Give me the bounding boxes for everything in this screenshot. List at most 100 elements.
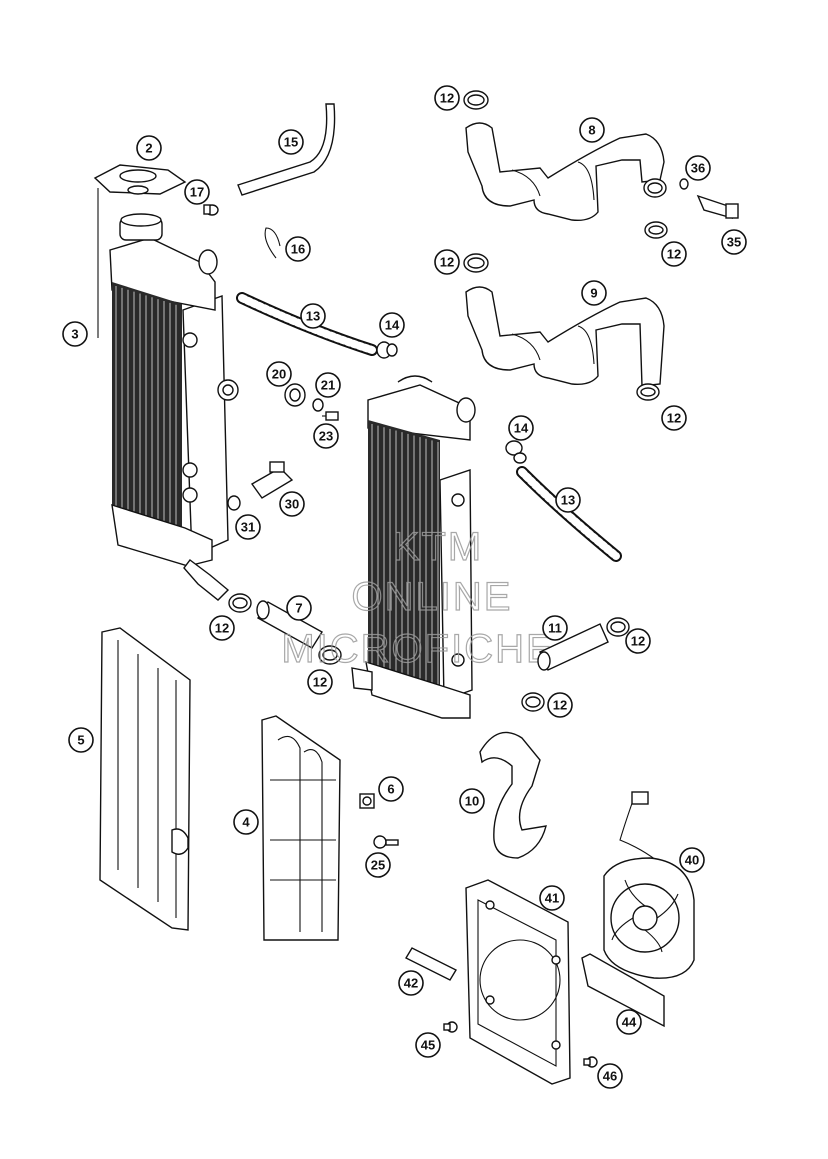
callout-labels: 2 3 4 5 6 7 8 9 10 11 12 12 12 12 12 12 … xyxy=(62,85,747,1089)
svg-text:17: 17 xyxy=(190,185,204,200)
clamp-12-hose8-bottom xyxy=(644,221,668,239)
bolt-23 xyxy=(322,411,339,421)
svg-text:12: 12 xyxy=(313,675,327,690)
clamp-12-hose7 xyxy=(318,645,342,665)
svg-text:12: 12 xyxy=(440,255,454,270)
sensor-35 xyxy=(696,194,739,220)
svg-text:14: 14 xyxy=(514,421,529,436)
svg-text:12: 12 xyxy=(215,621,229,636)
temp-switch-30 xyxy=(250,461,294,499)
cover-plate-44 xyxy=(581,953,665,1028)
watermark: KTM ONLINE MICROFICHE xyxy=(281,524,554,671)
screw-45 xyxy=(443,1021,458,1033)
callout-17: 17 xyxy=(184,179,210,205)
callout-40: 40 xyxy=(679,847,705,873)
watermark-line-2: ONLINE xyxy=(352,575,513,619)
callout-36: 36 xyxy=(685,155,711,181)
grommet-20 xyxy=(284,383,306,407)
clamp-12-hose9-bottom xyxy=(636,383,660,401)
callout-5: 5 xyxy=(68,727,94,753)
callout-3: 3 xyxy=(62,321,88,347)
callout-45: 45 xyxy=(415,1032,441,1058)
callout-15: 15 xyxy=(278,129,304,155)
hose-8 xyxy=(465,122,665,222)
callout-12-f: 12 xyxy=(307,669,333,695)
o-ring-36 xyxy=(679,178,689,190)
svg-text:23: 23 xyxy=(319,429,333,444)
callout-14-a: 14 xyxy=(379,312,405,338)
clip-6 xyxy=(359,793,375,809)
callout-44: 44 xyxy=(616,1009,642,1035)
callout-12-b: 12 xyxy=(661,241,687,267)
callout-12-c: 12 xyxy=(434,249,460,275)
screw-17 xyxy=(203,204,219,216)
callout-46: 46 xyxy=(597,1063,623,1089)
svg-text:6: 6 xyxy=(387,782,394,797)
callout-30: 30 xyxy=(279,491,305,517)
svg-text:13: 13 xyxy=(306,309,320,324)
svg-text:11: 11 xyxy=(548,621,562,636)
svg-text:7: 7 xyxy=(295,601,302,616)
screw-25 xyxy=(373,835,399,849)
svg-text:36: 36 xyxy=(691,161,705,176)
svg-text:12: 12 xyxy=(553,698,567,713)
callout-41: 41 xyxy=(539,885,565,911)
callout-10: 10 xyxy=(459,788,485,814)
radiator-shroud-4 xyxy=(261,715,341,941)
pad-42 xyxy=(405,947,457,981)
callout-12-a: 12 xyxy=(434,85,460,111)
svg-text:12: 12 xyxy=(667,247,681,262)
clamp-14-lower xyxy=(505,440,527,464)
left-radiator xyxy=(109,213,239,601)
watermark-line-1: KTM xyxy=(393,525,483,569)
callout-31: 31 xyxy=(235,514,261,540)
svg-text:46: 46 xyxy=(603,1069,617,1084)
svg-text:42: 42 xyxy=(404,976,418,991)
callout-14-b: 14 xyxy=(508,415,534,441)
callout-16: 16 xyxy=(285,236,311,262)
callout-6: 6 xyxy=(378,776,404,802)
callout-12-e: 12 xyxy=(209,615,235,641)
callout-11: 11 xyxy=(542,615,568,641)
svg-text:12: 12 xyxy=(440,91,454,106)
svg-text:3: 3 xyxy=(71,327,78,342)
clamp-14-upper xyxy=(376,341,398,359)
washer-21 xyxy=(312,398,324,412)
clamp-12-hose8-top xyxy=(463,90,489,110)
callout-12-d: 12 xyxy=(661,405,687,431)
svg-text:21: 21 xyxy=(321,378,335,393)
svg-text:2: 2 xyxy=(145,141,152,156)
callout-4: 4 xyxy=(233,809,259,835)
svg-text:41: 41 xyxy=(545,891,559,906)
svg-text:8: 8 xyxy=(588,123,595,138)
callout-35: 35 xyxy=(721,229,747,255)
svg-text:12: 12 xyxy=(631,634,645,649)
right-radiator xyxy=(351,375,476,719)
fan-40 xyxy=(603,791,695,979)
callout-20: 20 xyxy=(266,361,292,387)
svg-text:16: 16 xyxy=(291,242,305,257)
svg-text:5: 5 xyxy=(77,733,84,748)
clip-16 xyxy=(264,227,281,259)
callout-12-h: 12 xyxy=(547,692,573,718)
o-ring-31 xyxy=(227,495,241,511)
hose-9 xyxy=(465,286,665,387)
svg-text:9: 9 xyxy=(590,286,597,301)
svg-text:12: 12 xyxy=(667,411,681,426)
clamp-12-hose9-top xyxy=(463,253,489,273)
callout-7: 7 xyxy=(286,595,312,621)
radiator-cap xyxy=(93,164,187,338)
svg-text:35: 35 xyxy=(727,235,741,250)
svg-text:13: 13 xyxy=(561,493,575,508)
svg-text:20: 20 xyxy=(272,367,286,382)
svg-text:30: 30 xyxy=(285,497,299,512)
callout-23: 23 xyxy=(313,423,339,449)
screw-46 xyxy=(583,1056,598,1068)
hose-15 xyxy=(237,103,336,196)
svg-text:40: 40 xyxy=(685,853,699,868)
callout-13-b: 13 xyxy=(555,487,581,513)
clamp-12-hose11 xyxy=(606,617,630,637)
svg-text:4: 4 xyxy=(242,815,250,830)
